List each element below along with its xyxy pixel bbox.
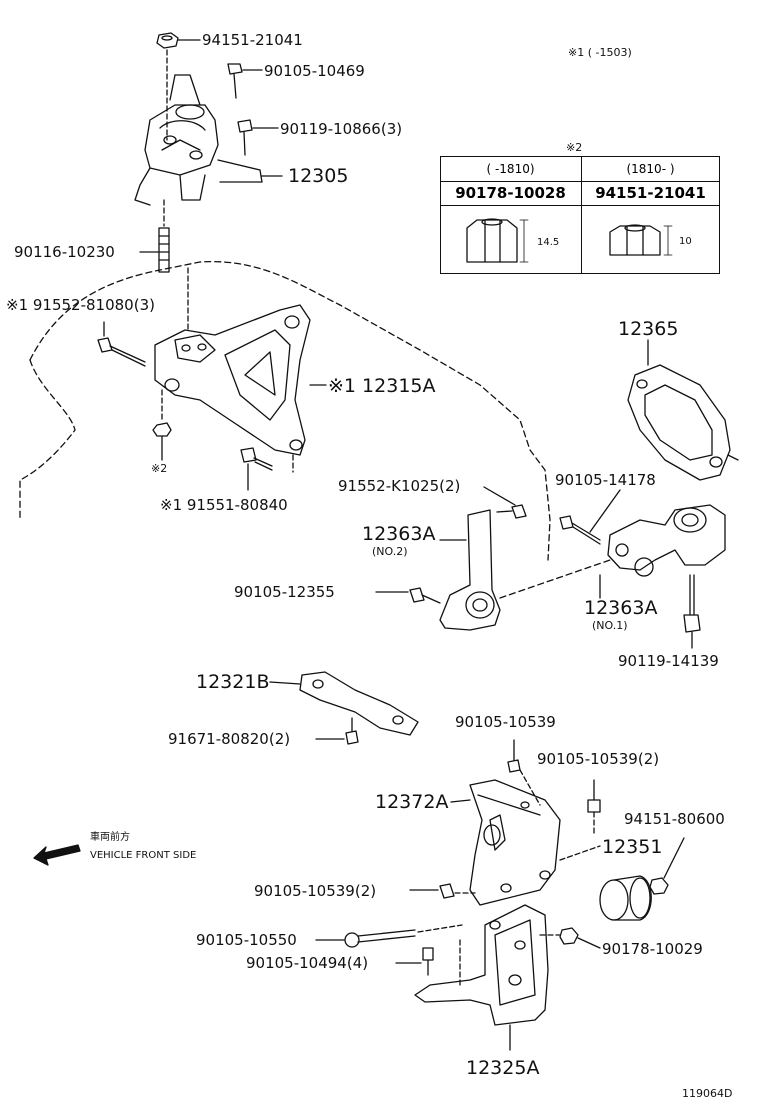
label-91552-81080: ※1 91552-81080(3) <box>6 296 155 314</box>
label-91671-80820: 91671-80820(2) <box>168 730 291 748</box>
bracket-12315A <box>154 304 311 456</box>
figure-id: 119064D <box>682 1087 733 1100</box>
label-90119-10866: 90119-10866(3) <box>280 120 403 138</box>
label-90105-10494: 90105-10494(4) <box>246 954 369 972</box>
label-91551-80840: ※1 91551-80840 <box>160 496 288 514</box>
table-col1-part: 90178-10028 <box>455 184 566 202</box>
engine-mount-12305 <box>134 74 263 206</box>
bolt-90105-10539-icon <box>507 739 521 773</box>
label-note2: ※2 <box>151 462 168 475</box>
label-12351: 12351 <box>602 836 663 858</box>
bolt-91551-80840-icon <box>240 447 273 471</box>
label-90105-10550: 90105-10550 <box>196 931 297 949</box>
bolt-90105-10539-pair-icon <box>587 779 601 813</box>
label-no2: (NO.2) <box>372 545 408 558</box>
table-col2-dim: 10 <box>679 236 692 247</box>
bolt-91552-K1025-icon <box>496 504 527 519</box>
table-col1-range: ( -1810) <box>486 162 535 176</box>
nut-94151-80600-icon <box>649 877 669 895</box>
bolt-91552-81080-icon <box>97 337 146 367</box>
damper-12351 <box>599 875 652 921</box>
label-90105-14178: 90105-14178 <box>555 471 656 489</box>
bolt-90105-12355-icon <box>409 587 441 604</box>
bracket-12325A <box>414 904 549 1026</box>
label-90105-10469: 90105-10469 <box>264 62 365 80</box>
plate-12321B <box>299 671 419 736</box>
label-12363A-no2: 12363A <box>362 523 436 545</box>
label-90105-10539-a: 90105-10539 <box>455 713 556 731</box>
label-94151-21041: 94151-21041 <box>202 31 303 49</box>
front-direction-arrow-icon <box>33 844 81 866</box>
table-col1-dim: 14.5 <box>537 237 560 248</box>
label-94151-80600: 94151-80600 <box>624 810 725 828</box>
table-col2-range: (1810- ) <box>626 162 675 176</box>
label-90178-10029: 90178-10029 <box>602 940 703 958</box>
bracket-12372A <box>469 779 561 906</box>
cover-12365 <box>627 364 739 481</box>
label-90116-10230: 90116-10230 <box>14 243 115 261</box>
bolt-91671-80820-icon <box>345 717 359 745</box>
label-12305: 12305 <box>288 165 349 187</box>
bolt-90105-10494-icon <box>422 947 434 976</box>
label-12315A: ※1 12315A <box>328 375 436 397</box>
front-label-en: VEHICLE FRONT SIDE <box>90 850 197 861</box>
label-90105-10539-c: 90105-10539(2) <box>254 882 377 900</box>
stud-90116-10230-icon <box>158 227 170 273</box>
table-title: ※2 <box>566 141 583 154</box>
note1-range: ※1 ( -1503) <box>568 46 632 59</box>
bolt-90105-10539-side-icon <box>439 883 455 899</box>
bolt-90119-14139-icon <box>683 574 701 633</box>
engine-outline <box>29 260 551 561</box>
label-90105-10539-b: 90105-10539(2) <box>537 750 660 768</box>
note2-table: ( -1810) (1810- ) 90178-10028 94151-2104… <box>440 156 720 274</box>
table-nut-tall-icon <box>466 218 529 263</box>
bolt-90119-10866-icon <box>237 119 253 156</box>
bolt-90105-10469-icon <box>227 63 243 99</box>
label-12365: 12365 <box>618 318 679 340</box>
bolt-90105-14178-icon <box>559 515 601 545</box>
front-label-jp: 車両前方 <box>90 832 130 843</box>
label-12363A-no1: 12363A <box>584 597 658 619</box>
label-90119-14139: 90119-14139 <box>618 652 719 670</box>
bolt-90105-10550-icon <box>344 929 416 948</box>
label-91552-K1025: 91552-K1025(2) <box>338 477 461 495</box>
label-no1: (NO.1) <box>592 619 628 632</box>
table-col2-part: 94151-21041 <box>595 184 706 202</box>
nut-90178-10029-icon <box>559 927 579 945</box>
mount-12363A-no1 <box>607 504 726 577</box>
nut-note2-icon <box>152 422 172 461</box>
label-12325A: 12325A <box>466 1057 540 1079</box>
label-90105-12355: 90105-12355 <box>234 583 335 601</box>
table-nut-short-icon <box>609 224 673 256</box>
mount-12363A-no2 <box>439 509 501 631</box>
label-12321B: 12321B <box>196 671 270 693</box>
label-12372A: 12372A <box>375 791 449 813</box>
nut-94151-21041-icon <box>156 32 179 49</box>
